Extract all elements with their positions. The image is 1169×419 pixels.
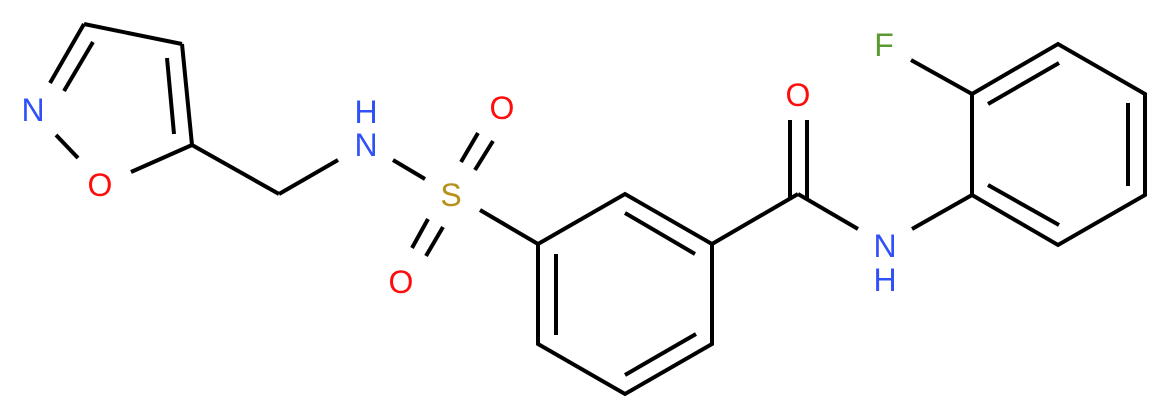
fluorophenyl-ring <box>910 41 1147 248</box>
bond <box>796 192 860 231</box>
bond <box>391 158 427 181</box>
bond <box>410 218 430 249</box>
bond <box>911 193 973 231</box>
atom-o-sulfonyl-top: O <box>490 90 515 126</box>
bond <box>48 23 86 84</box>
bond <box>910 58 973 96</box>
atom-n-sulfonamide: N <box>354 127 377 163</box>
bond <box>130 143 193 174</box>
bond <box>54 133 80 160</box>
bond <box>459 131 480 164</box>
bond <box>478 208 540 246</box>
bond <box>165 57 176 135</box>
atom-o-carbonyl: O <box>786 77 811 113</box>
amide <box>710 120 973 246</box>
atom-n-amide: N <box>873 228 896 264</box>
bond <box>180 43 194 146</box>
central-benzene-ring <box>536 191 714 397</box>
bond <box>623 332 698 377</box>
bond <box>62 40 95 93</box>
atom-o-isoxazole: O <box>88 167 113 203</box>
atom-h-sulfonamide: H <box>354 94 377 130</box>
ring <box>536 191 714 397</box>
atom-f: F <box>874 27 894 63</box>
atom-n-isoxazole: N <box>21 92 44 128</box>
bond <box>83 22 183 46</box>
ring <box>970 41 1147 248</box>
bond <box>710 192 800 246</box>
atom-h-amide: H <box>873 262 896 298</box>
bond <box>424 225 445 258</box>
linker <box>191 131 540 258</box>
atom-o-sulfonyl-bottom: O <box>389 264 414 300</box>
bond <box>987 183 1060 227</box>
bond <box>986 61 1061 106</box>
bond <box>191 143 280 196</box>
isoxazole-ring <box>48 22 194 174</box>
bond <box>278 158 339 196</box>
bond <box>473 139 495 172</box>
bond <box>623 211 697 256</box>
atom-s: S <box>440 177 461 213</box>
